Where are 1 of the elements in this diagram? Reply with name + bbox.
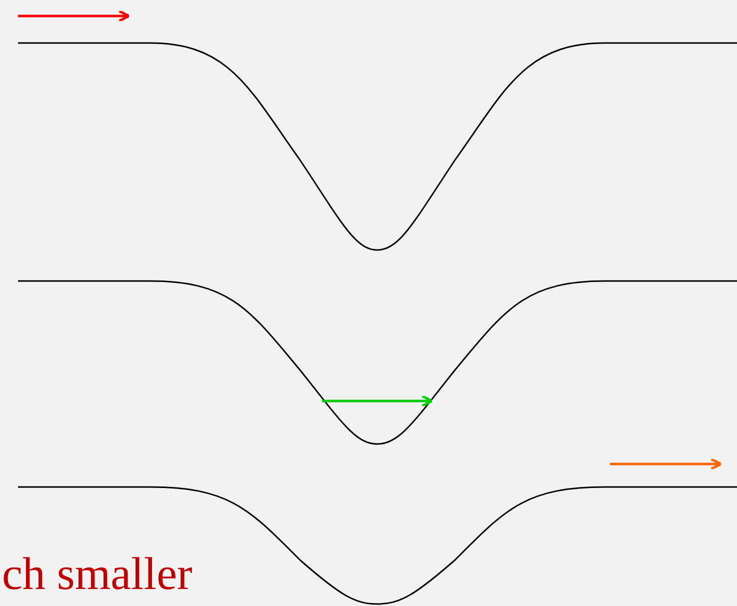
annotation-text: ch smaller	[2, 548, 192, 600]
